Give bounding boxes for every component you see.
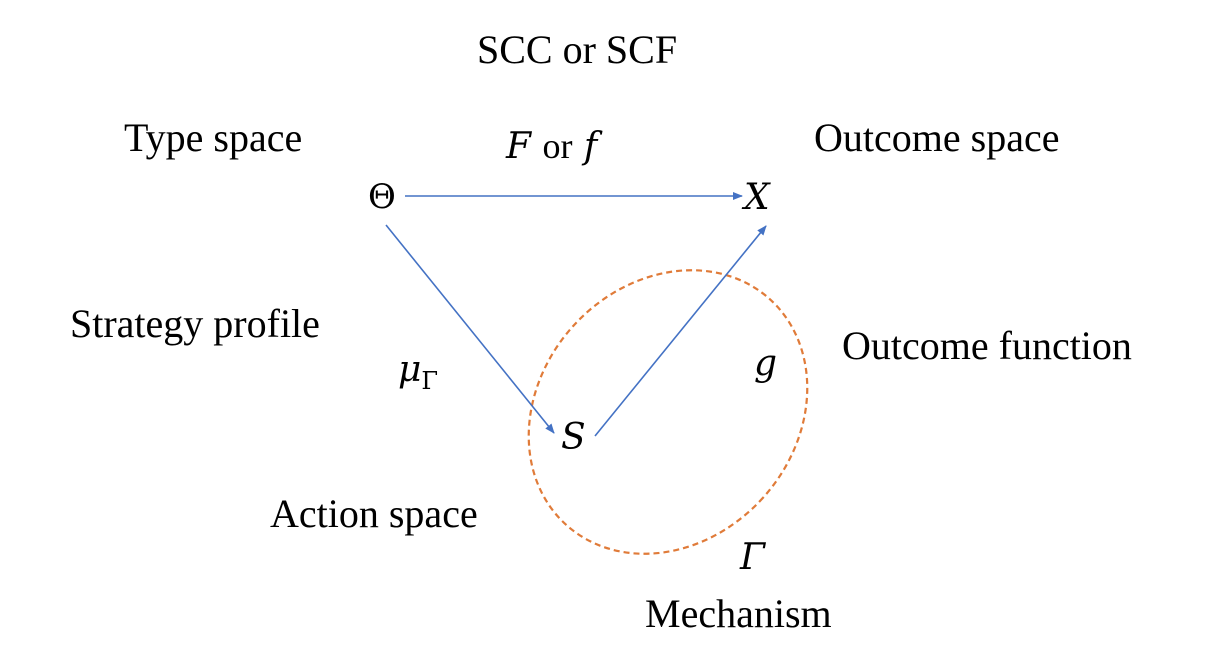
diagram-title: SCC or SCF <box>477 27 678 72</box>
mu-subscript: Γ <box>421 367 439 395</box>
s-node: S <box>561 417 586 458</box>
f-lower-symbol: f <box>583 126 598 167</box>
outcome-function-label: Outcome function <box>842 323 1132 368</box>
f-upper-symbol: F <box>506 126 531 167</box>
arrow-s-to-x <box>594 225 767 437</box>
theta-node: Θ <box>368 177 396 217</box>
gamma-symbol: Γ <box>740 537 765 578</box>
action-space-label: Action space <box>270 491 478 536</box>
g-symbol: g <box>754 343 778 384</box>
type-space-label: Type space <box>124 115 303 160</box>
strategy-profile-label: Strategy profile <box>70 301 320 346</box>
scc-scf-label: F or f <box>506 128 597 165</box>
outcome-space-label: Outcome space <box>814 115 1060 160</box>
mechanism-ellipse <box>527 269 809 555</box>
or-word: or <box>542 126 573 166</box>
mechanism-label: Mechanism <box>645 591 832 636</box>
strategy-symbol: μΓ <box>398 349 439 395</box>
mu-symbol: μ <box>398 349 422 390</box>
x-node: X <box>744 177 770 218</box>
arrow-theta-to-s <box>385 224 555 434</box>
